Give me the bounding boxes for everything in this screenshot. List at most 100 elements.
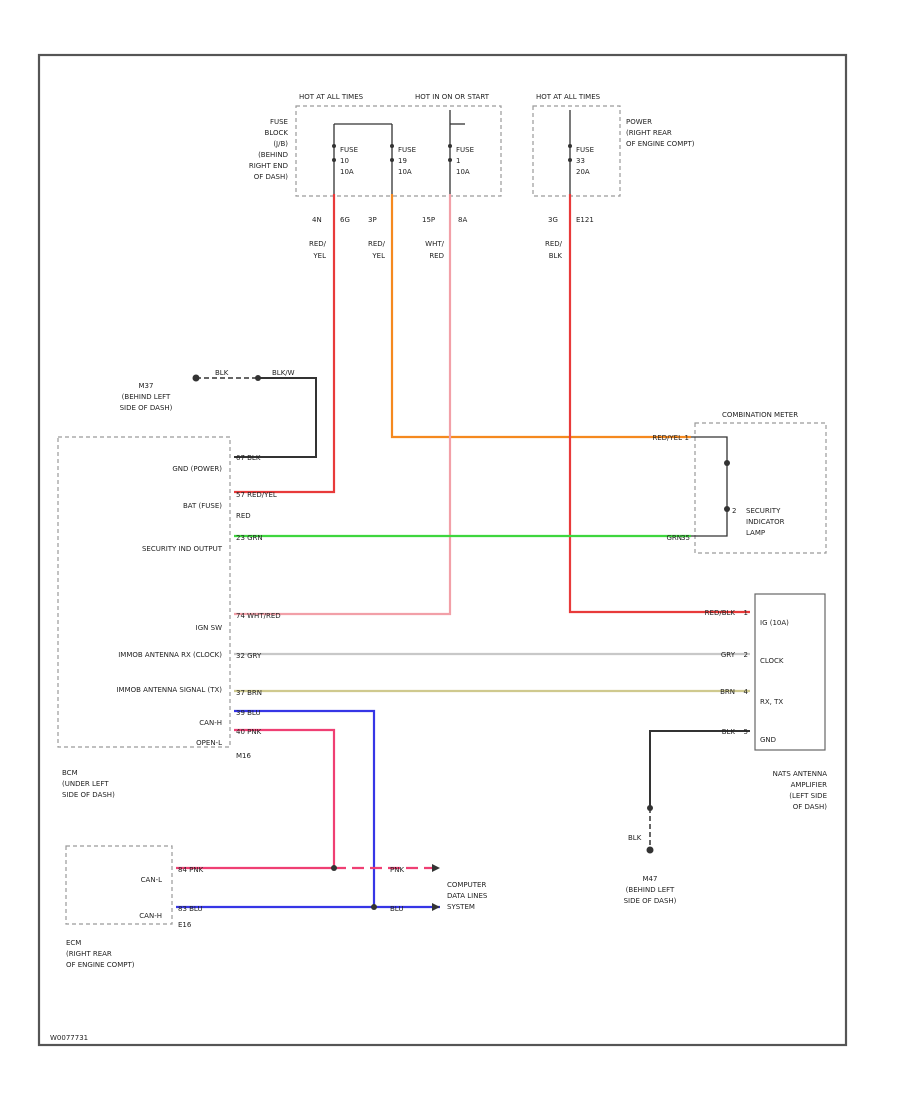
fuse-1: FUSE 1 10A bbox=[448, 110, 474, 194]
bcm-label-1: BCM bbox=[62, 769, 78, 777]
terminal-4n: 4N bbox=[312, 216, 322, 224]
data-lines-label-3: SYSTEM bbox=[447, 903, 475, 911]
ground-bottom-label-1: M47 bbox=[643, 875, 658, 883]
wire-bat-fuse bbox=[234, 194, 336, 494]
ecm-label-1: ECM bbox=[66, 939, 81, 947]
nats-no-4: 4 bbox=[744, 688, 749, 696]
bcm-box bbox=[57, 436, 231, 748]
meter-wire-out: GRN bbox=[666, 534, 682, 542]
nats-wire-rx-tx: BRN bbox=[720, 688, 735, 696]
hot-label-1: HOT AT ALL TIMES bbox=[299, 93, 364, 101]
ground-bottom-label-3: SIDE OF DASH) bbox=[624, 897, 677, 905]
meter-lamp-node-a bbox=[724, 460, 730, 466]
bcm-pin-can-l: OPEN-L bbox=[196, 739, 222, 747]
meter-lamp-label-2: INDICATOR bbox=[746, 518, 785, 526]
nats-label-3: (LEFT SIDE bbox=[789, 792, 827, 800]
ground-top-wire-1: BLK bbox=[215, 369, 229, 377]
fuse-block-line-6: OF DASH) bbox=[254, 173, 289, 181]
bcm-wire-rx-tx: 37 BRN bbox=[236, 689, 262, 697]
svg-text:FUSE: FUSE bbox=[456, 146, 474, 154]
nats-wire-gnd: BLK bbox=[722, 728, 736, 736]
ground-top-label-1: M37 bbox=[139, 382, 154, 390]
wire-meter-power bbox=[390, 194, 691, 439]
bcm-pin-security: SECURITY IND OUTPUT bbox=[142, 545, 223, 553]
hot-label-2: HOT IN ON OR START bbox=[415, 93, 490, 101]
bcm-wire-clock: 32 GRY bbox=[236, 652, 262, 660]
data-lines-label-2: DATA LINES bbox=[447, 892, 488, 900]
data-lines-label-1: COMPUTER bbox=[447, 881, 486, 889]
fuse-block-line-5: RIGHT END bbox=[249, 162, 288, 170]
fuse-block-line-3: (J/B) bbox=[273, 140, 288, 148]
data-lines-wire-2: BLU bbox=[390, 905, 403, 913]
wire-red-yel-1-b: YEL bbox=[312, 252, 326, 260]
svg-text:FUSE: FUSE bbox=[576, 146, 594, 154]
bcm-wire-red: RED bbox=[236, 512, 251, 520]
power-dist-line-1: POWER bbox=[626, 118, 652, 126]
wire-wht-red-b: RED bbox=[429, 252, 444, 260]
fuse-block-line-1: FUSE bbox=[270, 118, 288, 126]
bcm-wire-can-l: 40 PNK bbox=[236, 728, 262, 736]
wire-wht-red-a: WHT/ bbox=[425, 240, 444, 248]
terminal-e121: E121 bbox=[576, 216, 594, 224]
bcm-pin-ign: IGN SW bbox=[196, 624, 222, 632]
terminal-6g: 6G bbox=[340, 216, 350, 224]
bcm-wire-gnd: 67 BLK bbox=[236, 454, 261, 462]
nats-pin-clock: CLOCK bbox=[760, 657, 784, 665]
meter-pin-1: 1 bbox=[685, 434, 689, 442]
svg-text:20A: 20A bbox=[576, 168, 590, 176]
meter-lamp-node-b bbox=[724, 506, 730, 512]
nats-no-2: 2 bbox=[744, 651, 748, 659]
bcm-wire-security: 23 GRN bbox=[236, 534, 263, 542]
arrow-can-l bbox=[432, 864, 440, 872]
ecm-connector-e16: E16 bbox=[178, 921, 192, 929]
wire-nats-ig bbox=[568, 194, 750, 614]
ground-dot-bottom-b bbox=[646, 846, 654, 854]
svg-text:10A: 10A bbox=[340, 168, 354, 176]
svg-text:10: 10 bbox=[340, 157, 349, 165]
bcm-wire-bat: 57 RED/YEL bbox=[236, 491, 277, 499]
svg-text:33: 33 bbox=[576, 157, 585, 165]
data-lines-wire-1: PNK bbox=[390, 866, 404, 874]
svg-text:10A: 10A bbox=[398, 168, 412, 176]
fuse-box-group: HOT AT ALL TIMES HOT IN ON OR START HOT … bbox=[249, 93, 695, 260]
ecm-wire-can-h: 83 BLU bbox=[178, 905, 203, 913]
bcm-pin-rx-clock: IMMOB ANTENNA RX (CLOCK) bbox=[118, 651, 222, 659]
arrow-can-h bbox=[432, 903, 440, 911]
svg-text:10A: 10A bbox=[456, 168, 470, 176]
nats-no-5: 5 bbox=[744, 728, 748, 736]
bcm-wire-ign: 74 WHT/RED bbox=[236, 612, 281, 620]
ground-dot-top-a bbox=[192, 374, 200, 382]
bcm-wire-can-h: 39 BLU bbox=[236, 709, 261, 717]
svg-text:FUSE: FUSE bbox=[340, 146, 358, 154]
nats-pin-gnd: GND bbox=[760, 736, 776, 744]
meter-wire-in: RED/YEL bbox=[652, 434, 682, 442]
wire-nats-ground bbox=[649, 730, 750, 808]
bcm-module: GND (POWER) BAT (FUSE) SECURITY IND OUTP… bbox=[57, 436, 281, 799]
bcm-pin-can-h: CAN-H bbox=[199, 719, 222, 727]
bcm-pin-gnd: GND (POWER) bbox=[172, 465, 222, 473]
bcm-pin-signal-tx: IMMOB ANTENNA SIGNAL (TX) bbox=[116, 686, 222, 694]
wire-can-l-bcm bbox=[234, 728, 336, 868]
terminal-8a: 8A bbox=[458, 216, 467, 224]
meter-internal-wire bbox=[691, 436, 728, 537]
ground-bottom-label-2: (BEHIND LEFT bbox=[626, 886, 675, 894]
nats-wire-clock: GRY bbox=[721, 651, 736, 659]
nats-antenna-amplifier: IG (10A) CLOCK RX, TX GND RED/BLK GRY BR… bbox=[705, 593, 827, 811]
ecm-box bbox=[65, 845, 173, 925]
terminal-3g: 3G bbox=[548, 216, 558, 224]
ecm-wire-can-l: 84 PNK bbox=[178, 866, 204, 874]
nats-pin-ig: IG (10A) bbox=[760, 619, 789, 627]
nats-wire-ig: RED/BLK bbox=[705, 609, 736, 617]
power-dist-line-2: (RIGHT REAR bbox=[626, 129, 672, 137]
meter-pin-2: 2 bbox=[732, 507, 736, 515]
bcm-pin-bat: BAT (FUSE) bbox=[183, 502, 222, 510]
ground-dot-bottom-a bbox=[647, 805, 653, 811]
bcm-label-2: (UNDER LEFT bbox=[62, 780, 109, 788]
wire-red-blk-b: BLK bbox=[549, 252, 563, 260]
splice-can-h bbox=[371, 904, 377, 910]
ecm-label-3: OF ENGINE COMPT) bbox=[66, 961, 135, 969]
terminal-15p: 15P bbox=[422, 216, 435, 224]
nats-no-1: 1 bbox=[744, 609, 748, 617]
fuse-block-line-4: (BEHIND bbox=[258, 151, 288, 159]
